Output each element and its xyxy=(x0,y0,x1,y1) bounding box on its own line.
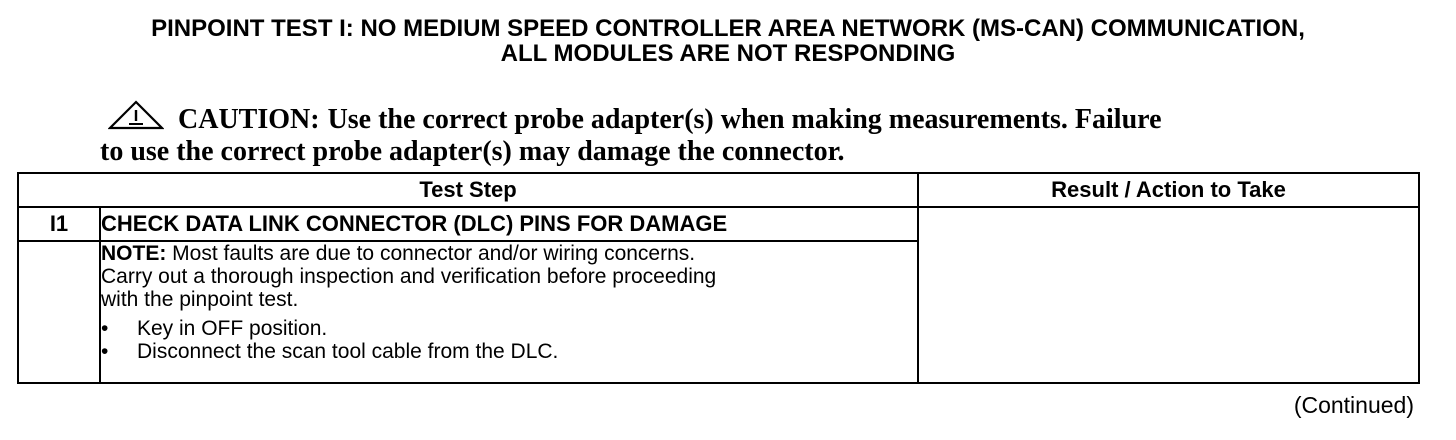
caution-block: CAUTION:Use the correct probe adapter(s)… xyxy=(100,100,1320,168)
note-line-2: Carry out a thorough inspection and veri… xyxy=(101,265,717,288)
warning-triangle-icon xyxy=(108,100,164,130)
caution-text-1: Use the correct probe adapter(s) when ma… xyxy=(327,104,1162,135)
title-line-2: ALL MODULES ARE NOT RESPONDING xyxy=(500,40,956,67)
header-test-step: Test Step xyxy=(16,172,920,208)
note-paragraph: NOTE: Most faults are due to connector a… xyxy=(101,242,917,311)
table-header-row: Test Step Result / Action to Take xyxy=(16,172,1421,208)
step-id-empty xyxy=(17,240,101,384)
list-item: Key in OFF position. xyxy=(101,317,917,340)
note-label: NOTE: xyxy=(101,242,167,265)
step-title: CHECK DATA LINK CONNECTOR (DLC) PINS FOR… xyxy=(98,206,920,242)
step-bullets: Key in OFF position. Disconnect the scan… xyxy=(101,317,917,363)
caution-line-1: CAUTION:Use the correct probe adapter(s)… xyxy=(100,100,1320,136)
list-item: Disconnect the scan tool cable from the … xyxy=(101,340,917,363)
caution-line-2: to use the correct probe adapter(s) may … xyxy=(100,136,845,167)
table-row: I1 CHECK DATA LINK CONNECTOR (DLC) PINS … xyxy=(17,206,1421,384)
page-title: PINPOINT TEST I: NO MEDIUM SPEED CONTROL… xyxy=(0,16,1456,66)
step-body: NOTE: Most faults are due to connector a… xyxy=(98,240,920,384)
caution-label: CAUTION: xyxy=(178,104,320,135)
continued-label: (Continued) xyxy=(1293,392,1414,418)
pinpoint-test-table: Test Step Result / Action to Take I1 CHE… xyxy=(16,172,1421,384)
note-text: Most faults are due to connector and/or … xyxy=(172,242,696,265)
step-id: I1 xyxy=(17,206,101,242)
table-row: NOTE: Most faults are due to connector a… xyxy=(17,240,1419,384)
title-line-1: PINPOINT TEST I: NO MEDIUM SPEED CONTROL… xyxy=(151,15,1305,42)
result-action-cell xyxy=(917,206,1421,384)
note-line-3: with the pinpoint test. xyxy=(101,288,299,311)
header-result-action: Result / Action to Take xyxy=(917,172,1421,208)
